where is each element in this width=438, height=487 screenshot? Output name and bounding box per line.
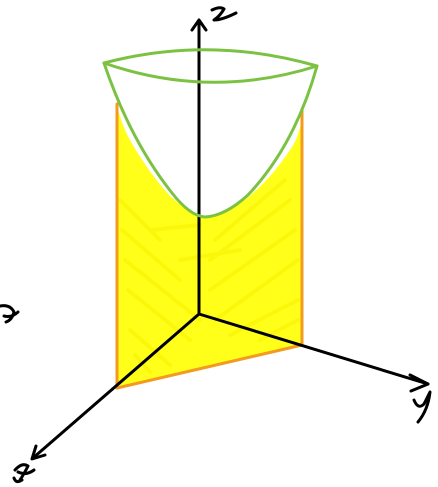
z-label-text: z [0,0,1,1]
z-label: z [0,0,238,22]
y-axis [197,312,430,386]
x-axis [31,312,201,460]
partial-x-label-text: x [0,0,1,1]
y-label: y [0,0,432,424]
arrowhead-icon [30,444,47,461]
shading-scribble [118,178,300,374]
paraboloid [102,48,319,219]
bottom-edge [115,343,304,390]
shaded-region [117,100,302,387]
paraboloid-top-rim-front [102,61,319,84]
partial-x-label: x [0,0,20,324]
arrowhead-icon [408,373,430,393]
paraboloid-top-rim-back [102,48,319,68]
arrowhead-icon [190,18,208,32]
y-label-text: y [0,0,1,1]
axes [30,18,430,461]
x-label: x [0,0,36,484]
region-edges [115,102,304,390]
x-label-text: x [0,0,1,1]
shaded-region-fill [117,100,302,387]
paraboloid-profile [102,61,319,219]
